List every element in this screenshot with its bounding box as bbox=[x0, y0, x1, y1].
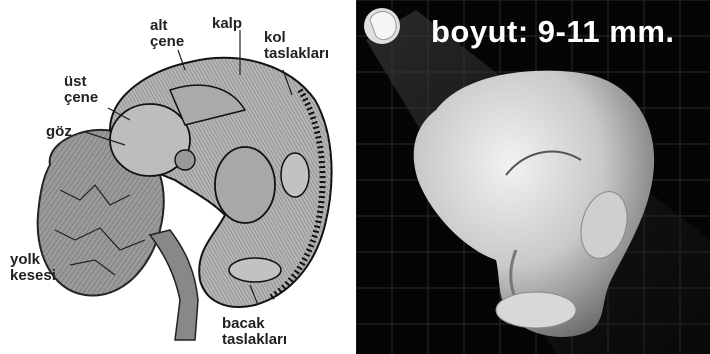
label-kol-taslaklari: kol taslakları bbox=[264, 30, 329, 62]
size-title: boyut: 9-11 mm. bbox=[431, 14, 675, 50]
label-alt-cene: alt çene bbox=[150, 18, 184, 50]
thumbnail-embryo bbox=[364, 8, 400, 44]
label-kalp: kalp bbox=[212, 16, 242, 32]
render-scene bbox=[356, 0, 710, 354]
label-goz: göz bbox=[46, 124, 72, 140]
label-ust-cene: üst çene bbox=[64, 74, 98, 106]
umbilical-stalk bbox=[150, 230, 198, 340]
label-bacak-taslaklari: bacak taslakları bbox=[222, 316, 287, 348]
embryo-render-panel: boyut: 9-11 mm. bbox=[356, 0, 710, 354]
label-yolk-kesesi: yolk kesesi bbox=[10, 252, 56, 284]
embryo-illustration-panel: alt çene kalp kol taslakları üst çene gö… bbox=[0, 0, 350, 354]
